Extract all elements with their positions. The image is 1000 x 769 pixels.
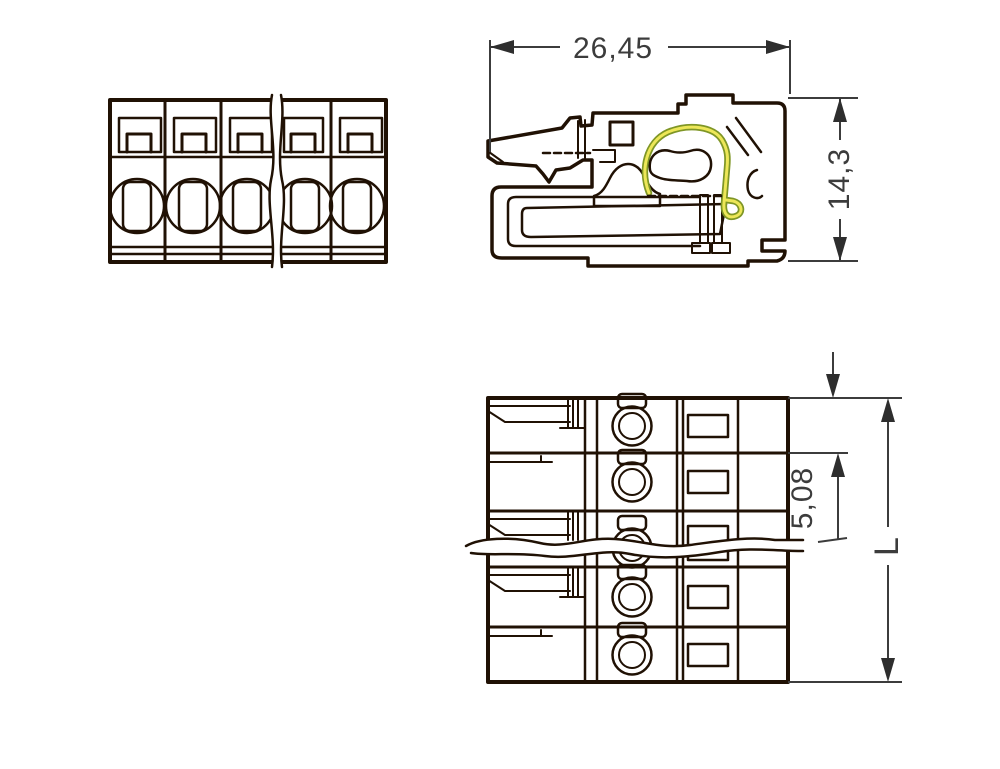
arrow-down-icon xyxy=(826,374,840,398)
conductor-pocket xyxy=(506,195,702,248)
front-levers xyxy=(117,116,384,154)
clamp-window xyxy=(648,148,713,183)
latch-contour-row xyxy=(487,511,579,541)
busbar-guide xyxy=(592,162,662,208)
arrow-right-icon xyxy=(766,40,790,54)
lever xyxy=(228,116,274,154)
funnel-line xyxy=(734,116,763,154)
window xyxy=(686,469,730,495)
wire-entry xyxy=(218,177,276,235)
front-body xyxy=(108,98,388,264)
dim-14-3: 14,3 xyxy=(788,97,858,262)
test-port xyxy=(611,392,653,447)
coding-hole xyxy=(608,120,635,147)
housing-step xyxy=(592,149,616,163)
dim-length-label: L xyxy=(868,536,906,556)
arrow-up-icon xyxy=(881,398,895,422)
arrow-up-icon xyxy=(831,453,845,477)
dim-26-45: 26,45 xyxy=(489,32,791,152)
front-break-line xyxy=(268,93,286,269)
clamp-spring xyxy=(641,123,745,221)
wire-entry xyxy=(108,177,166,235)
lever xyxy=(282,116,325,154)
test-port xyxy=(611,563,653,618)
notch-row xyxy=(487,629,553,637)
dim-pitch-label: 5,08 xyxy=(786,467,819,529)
latch-facet xyxy=(488,151,504,163)
window xyxy=(686,584,730,610)
window xyxy=(686,642,730,668)
arrow-down-icon xyxy=(833,237,847,261)
latch-contours xyxy=(487,398,586,637)
dim-height-label: 14,3 xyxy=(823,148,856,210)
wire-entry xyxy=(164,177,222,235)
latch-contour-row xyxy=(487,398,586,429)
spring-seat xyxy=(746,168,764,200)
side-body xyxy=(486,93,787,268)
wire-entry xyxy=(276,177,334,235)
side-section-view: 26,45 14,3 xyxy=(486,32,858,268)
dim-5-08: 5,08 xyxy=(786,352,902,543)
lever xyxy=(172,116,218,154)
test-port xyxy=(611,621,653,676)
arrow-left-icon xyxy=(490,40,514,54)
test-ports xyxy=(611,392,653,676)
lever xyxy=(117,116,163,154)
front-view xyxy=(108,93,388,269)
top-break-line xyxy=(464,537,805,559)
dim-width-label: 26,45 xyxy=(573,32,653,65)
test-port xyxy=(611,448,653,503)
wire-channel xyxy=(520,202,728,239)
latch-contour-row xyxy=(487,567,586,598)
window xyxy=(686,413,730,439)
funnel-line xyxy=(725,125,750,157)
dim-L: L xyxy=(788,398,906,683)
wire-entry xyxy=(328,177,386,235)
top-view: 5,08 L xyxy=(464,352,906,684)
front-entries xyxy=(108,177,386,235)
arrow-down-icon xyxy=(881,658,895,682)
lever xyxy=(338,116,384,154)
notch-row xyxy=(487,455,553,463)
arrow-up-icon xyxy=(833,98,847,122)
